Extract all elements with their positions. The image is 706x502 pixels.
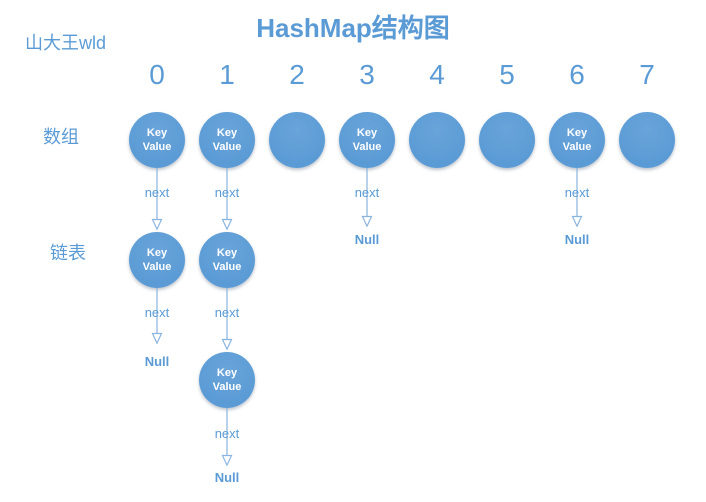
node-value-text: Value <box>142 261 172 273</box>
diagram-title: HashMap结构图 <box>256 13 450 43</box>
bucket-index-4: 4 <box>429 59 445 90</box>
next-arrow-icon <box>151 288 163 344</box>
node-key-text: Key <box>216 247 238 259</box>
node-key-text: Key <box>566 127 588 139</box>
node-value-text: Value <box>212 381 242 393</box>
node-value-text: Value <box>212 261 242 273</box>
array-node-bucket-6: Key Value <box>549 112 605 168</box>
linked-list-row-label: 链表 <box>50 243 86 263</box>
next-label: next <box>214 426 240 441</box>
null-label: Null <box>354 232 380 247</box>
array-node-bucket-1: Key Value <box>199 112 255 168</box>
next-label: next <box>214 185 240 200</box>
node-value-text: Value <box>142 141 172 153</box>
next-label: next <box>354 185 380 200</box>
array-row-label: 数组 <box>43 127 79 147</box>
list-node-bucket-1-1: Key Value <box>199 232 255 288</box>
bucket-index-1: 1 <box>219 59 235 90</box>
array-node-bucket-2-empty <box>269 112 325 168</box>
node-key-text: Key <box>146 127 168 139</box>
next-label: next <box>144 305 170 320</box>
node-key-text: Key <box>216 127 238 139</box>
array-node-bucket-3: Key Value <box>339 112 395 168</box>
null-label: Null <box>144 354 170 369</box>
node-value-text: Value <box>212 141 242 153</box>
node-key-text: Key <box>356 127 378 139</box>
node-key-text: Key <box>146 247 168 259</box>
next-arrow-icon <box>361 168 373 227</box>
bucket-index-0: 0 <box>149 59 165 90</box>
bucket-index-3: 3 <box>359 59 375 90</box>
bucket-index-5: 5 <box>499 59 515 90</box>
null-label: Null <box>214 470 240 485</box>
author-watermark: 山大王wld <box>25 33 107 53</box>
bucket-index-6: 6 <box>569 59 585 90</box>
list-node-bucket-0-1: Key Value <box>129 232 185 288</box>
next-arrow-icon <box>221 288 233 350</box>
node-value-text: Value <box>352 141 382 153</box>
node-key-text: Key <box>216 367 238 379</box>
next-label: next <box>214 305 240 320</box>
array-node-bucket-5-empty <box>479 112 535 168</box>
next-arrow-icon <box>221 408 233 466</box>
list-node-bucket-1-2: Key Value <box>199 352 255 408</box>
bucket-index-2: 2 <box>289 59 305 90</box>
array-node-bucket-4-empty <box>409 112 465 168</box>
array-node-bucket-0: Key Value <box>129 112 185 168</box>
node-value-text: Value <box>562 141 592 153</box>
next-arrow-icon <box>571 168 583 227</box>
next-label: next <box>144 185 170 200</box>
bucket-index-7: 7 <box>639 59 655 90</box>
next-arrow-icon <box>151 168 163 230</box>
next-label: next <box>564 185 590 200</box>
next-arrow-icon <box>221 168 233 230</box>
array-node-bucket-7-empty <box>619 112 675 168</box>
null-label: Null <box>564 232 590 247</box>
